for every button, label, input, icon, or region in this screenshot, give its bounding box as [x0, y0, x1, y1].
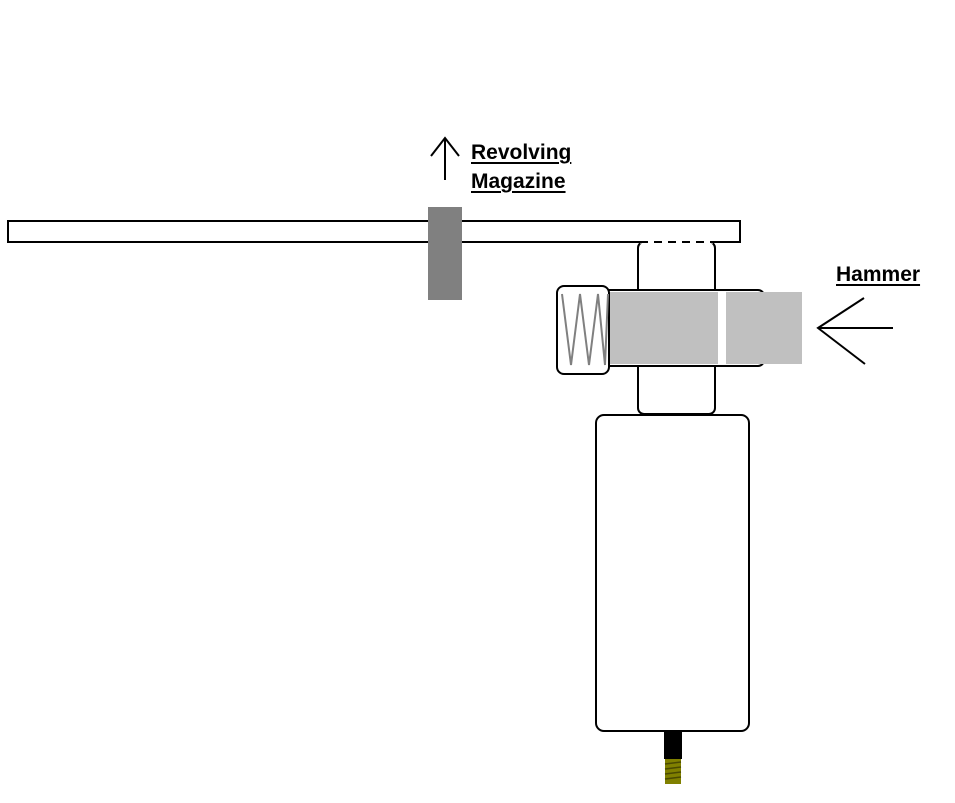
spring-icon: [561, 293, 609, 366]
hammer-rod-gap: [718, 292, 726, 364]
magazine-up-arrow: [430, 136, 460, 180]
revolving-label-line2: Magazine: [471, 170, 566, 193]
hammer-label: Hammer: [836, 263, 921, 286]
hammer-arrow: [816, 297, 893, 365]
lower-body: [595, 414, 750, 732]
magazine-block: [428, 207, 462, 300]
magazine-bar: [7, 220, 741, 243]
threaded-stud: [664, 759, 682, 784]
connector-collar: [664, 731, 682, 759]
revolving-label-line1: Revolving: [471, 141, 572, 164]
hammer-rod: [604, 292, 802, 364]
